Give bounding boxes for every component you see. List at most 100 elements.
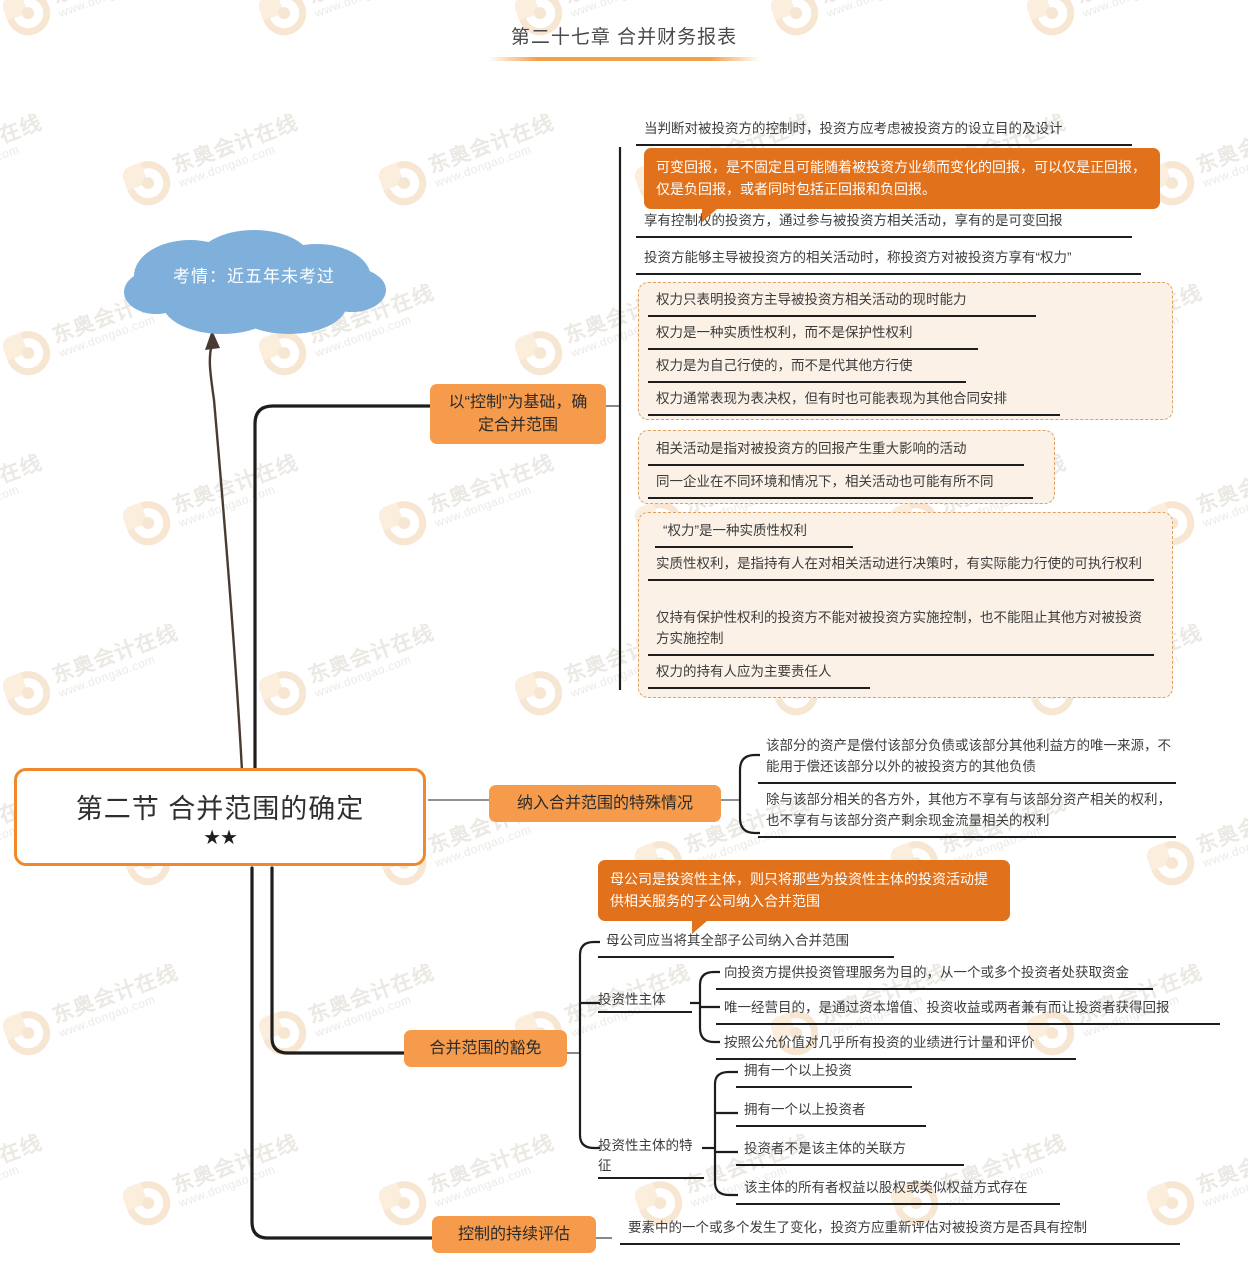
wire-to-control-basis xyxy=(253,404,432,822)
leaf-power-4: 权力通常表现为表决权，但有时也可能表现为其他合同安排 xyxy=(648,386,1060,416)
watermark-logo-icon xyxy=(0,324,57,382)
callout-variable-return: 可变回报，是不固定且可能随着被投资方业绩而变化的回报，可以仅是正回报，仅是负回报… xyxy=(644,148,1160,222)
spine-exemption-bottom xyxy=(578,955,600,1150)
leaf-power-1: 权力只表明投资方主导被投资方相关活动的现时能力 xyxy=(648,287,1036,317)
leaf-entity-1: 向投资方提供投资管理服务为目的，从一个或多个投资者处获取资金 xyxy=(716,960,1153,990)
branch-exemption[interactable]: 合并范围的豁免 xyxy=(404,1030,567,1068)
callout-parent-tail xyxy=(692,919,708,934)
callout-variable-return-text: 可变回报，是不固定且可能随着被投资方业绩而变化的回报，可以仅是正回报，仅是负回报… xyxy=(656,159,1146,198)
watermark-logo-icon xyxy=(0,664,57,722)
root-stars: ★★ xyxy=(203,826,238,849)
branch-control-basis-label: 以“控制”为基础，确定合并范围 xyxy=(448,394,588,435)
leaf-substantive-1: “权力”是一种实质性权利 xyxy=(655,518,853,548)
callout-tail xyxy=(702,207,718,222)
watermark-logo-icon xyxy=(376,154,433,212)
watermark-logo-icon xyxy=(512,664,569,722)
leaf-special-1: 该部分的资产是偿付该部分负债或该部分其他利益方的唯一来源，不能用于偿还该部分以外… xyxy=(758,733,1176,784)
leaf-feature-1: 拥有一个以上投资 xyxy=(736,1058,912,1088)
leaf-power-2: 权力是一种实质性权利，而不是保护性权利 xyxy=(648,320,978,350)
spine-feature-bottom xyxy=(713,1084,738,1197)
page-header: 第二十七章 合并财务报表 xyxy=(0,22,1248,61)
cloud-label: 考情：近五年未考过 xyxy=(173,267,335,286)
leaf-feature-3: 投资者不是该主体的关联方 xyxy=(736,1136,964,1166)
watermark-logo-icon xyxy=(512,324,569,382)
watermark-logo-icon xyxy=(376,494,433,552)
branch-exemption-label: 合并范围的豁免 xyxy=(429,1040,542,1057)
watermark-logo-icon xyxy=(0,1004,57,1062)
exam-note-cloud: 考情：近五年未考过 xyxy=(104,228,404,350)
watermark-logo-icon xyxy=(120,154,177,212)
watermark-logo-icon xyxy=(1144,834,1201,892)
branch-special-case[interactable]: 纳入合并范围的特殊情况 xyxy=(489,785,721,823)
callout-parent-text: 母公司是投资性主体，则只将那些为投资性主体的投资活动提供相关服务的子公司纳入合并… xyxy=(610,871,988,910)
leaf-feature-2: 拥有一个以上投资者 xyxy=(736,1097,926,1127)
leaf-entity-3: 按照公允价值对几乎所有投资的业绩进行计量和评价 xyxy=(716,1030,1076,1060)
dashed-group-power xyxy=(638,282,1173,420)
watermark-logo-icon xyxy=(376,1174,433,1232)
branch-control-basis[interactable]: 以“控制”为基础，确定合并范围 xyxy=(430,384,606,445)
dashed-group-substantive xyxy=(638,512,1173,698)
leaf-relevant-2: 同一企业在不同环境和情况下，相关活动也可能有所不同 xyxy=(648,469,1033,499)
cloud-shape xyxy=(124,230,386,334)
leaf-entity-2: 唯一经营目的，是通过资本增值、投资收益或两者兼有而让投资者获得回报 xyxy=(716,995,1220,1025)
page-title: 第二十七章 合并财务报表 xyxy=(510,27,738,48)
wire-to-exemption xyxy=(270,866,416,1055)
spine-special-top xyxy=(738,753,760,771)
spine-feature-top xyxy=(713,1070,738,1085)
leaf-all-subsidiaries: 母公司应当将其全部子公司纳入合并范围 xyxy=(598,928,894,958)
root-title: 第二节 合并范围的确定 xyxy=(75,793,365,824)
cloud-arrow-curve xyxy=(208,343,245,791)
sublabel-entity-features: 投资性主体的特征 xyxy=(598,1134,704,1179)
branch-continuous-label: 控制的持续评估 xyxy=(457,1226,570,1243)
spine-special-bottom xyxy=(738,770,760,835)
leaf-relevant-1: 相关活动是指对被投资方的回报产生重大影响的活动 xyxy=(648,436,1024,466)
branch-special-case-label: 纳入合并范围的特殊情况 xyxy=(516,795,693,812)
leaf-special-2: 除与该部分相关的各方外，其他方不享有与该部分资产相关的权利，也不享有与该部分资产… xyxy=(758,787,1176,838)
watermark-logo-icon xyxy=(256,664,313,722)
leaf-substantive-3: 仅持有保护性权利的投资方不能对被投资方实施控制，也不能阻止其他方对被投资方实施控… xyxy=(648,605,1154,656)
callout-parent-investment-entity: 母公司是投资性主体，则只将那些为投资性主体的投资活动提供相关服务的子公司纳入合并… xyxy=(598,860,1010,934)
leaf-power-3: 权力是为自己行使的，而不是代其他方行使 xyxy=(648,353,966,383)
sublabel-investment-entity: 投资性主体 xyxy=(598,988,692,1013)
leaf-purpose: 当判断对被投资方的控制时，投资方应考虑被投资方的设立目的及设计 xyxy=(636,116,1132,146)
watermark-logo-icon xyxy=(120,1174,177,1232)
branch-continuous-eval[interactable]: 控制的持续评估 xyxy=(432,1216,596,1254)
leaf-substantive-2: 实质性权利，是指持有人在对相关活动进行决策时，有实际能力行使的可执行权利 xyxy=(648,551,1154,581)
watermark-logo-icon xyxy=(120,494,177,552)
watermark-logo-icon xyxy=(256,1004,313,1062)
leaf-substantive-4: 权力的持有人应为主要责任人 xyxy=(648,659,870,689)
root-node[interactable]: 第二节 合并范围的确定 ★★ xyxy=(14,768,426,866)
